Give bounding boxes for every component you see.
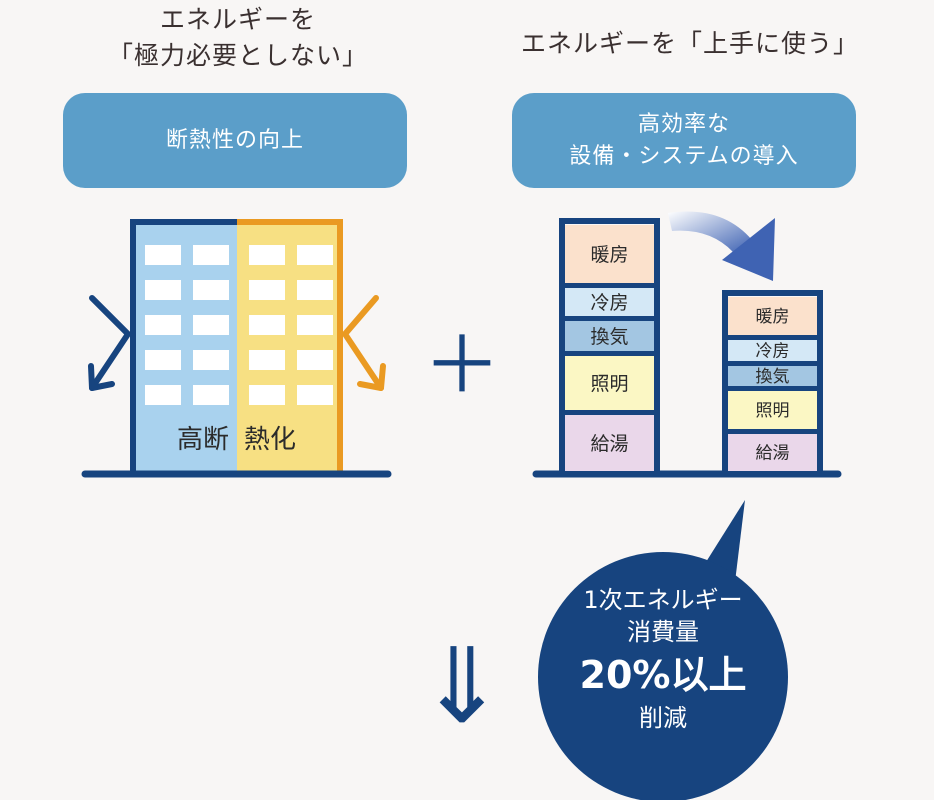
heat-arrow-right-icon	[342, 295, 386, 391]
before-heating-label: 暖房	[590, 244, 628, 266]
window-r3-c4	[297, 315, 333, 335]
result-line2: 消費量	[627, 618, 699, 646]
window-r4-c2	[193, 350, 229, 370]
left-pill-label: 断熱性の向上	[165, 127, 304, 153]
after-cooling-block	[728, 340, 817, 361]
window-r2-c2	[193, 280, 229, 300]
building: 高断 熱化	[81, 219, 392, 478]
window-r2-c1	[145, 280, 181, 300]
right-heading: エネルギーを「上手に使う」	[520, 29, 859, 58]
result-line1: 1次エネルギー	[583, 586, 743, 614]
window-r1-c4	[297, 245, 333, 265]
result-line4: 削減	[639, 704, 687, 732]
after-heating-block	[728, 297, 817, 335]
after-heating-label: 暖房	[756, 307, 790, 327]
window-r5-c4	[297, 385, 333, 405]
window-r1-c3	[249, 245, 285, 265]
window-r5-c3	[249, 385, 285, 405]
building-windows	[145, 245, 333, 405]
window-r3-c2	[193, 315, 229, 335]
before-hot_water-label: 給湯	[590, 433, 628, 455]
after-hot_water-label: 給湯	[756, 444, 790, 464]
window-r5-c2	[193, 385, 229, 405]
window-r4-c4	[297, 350, 333, 370]
before-heating-block	[565, 225, 654, 283]
left-heading-line1: エネルギーを	[159, 5, 316, 34]
after-lighting-label: 照明	[756, 401, 790, 421]
after-cooling-label: 冷房	[756, 342, 790, 362]
window-r4-c1	[145, 350, 181, 370]
before-column-frame	[559, 218, 660, 477]
result-badge	[538, 500, 788, 800]
right-pill: 高効率な 設備・システムの導入	[512, 93, 856, 188]
left-heading-line2: 「極力必要としない」	[107, 41, 368, 70]
left-pill: 断熱性の向上	[63, 93, 407, 188]
result-value: 20%以上	[579, 653, 747, 697]
before-cooling-block	[565, 288, 654, 316]
building-label-right: 熱化	[244, 425, 296, 455]
before-ventilation-label: 換気	[590, 326, 628, 348]
window-r3-c1	[145, 315, 181, 335]
heat-arrow-left-icon	[88, 295, 131, 391]
window-r3-c3	[249, 315, 285, 335]
after-ventilation-block	[728, 366, 817, 386]
result-text: 1次エネルギー 消費量 20%以上 削減	[543, 584, 783, 734]
window-r2-c3	[249, 280, 285, 300]
before-hot_water-block	[565, 415, 654, 471]
plus-symbol: ＋	[423, 321, 501, 411]
before-lighting-label: 照明	[590, 373, 628, 395]
after-ventilation-label: 換気	[756, 367, 790, 387]
before-lighting-block	[565, 356, 654, 410]
window-r1-c1	[145, 245, 181, 265]
before-cooling-label: 冷房	[590, 292, 628, 314]
after-column-frame	[722, 290, 823, 477]
window-r2-c4	[297, 280, 333, 300]
window-r1-c2	[193, 245, 229, 265]
right-pill-line2: 設備・システムの導入	[569, 143, 799, 169]
left-heading: エネルギーを 「極力必要としない」	[68, 2, 408, 74]
before-ventilation-block	[565, 321, 654, 351]
reduction-arrow-icon	[668, 211, 775, 281]
building-label-left: 高断	[177, 425, 229, 455]
window-r4-c3	[249, 350, 285, 370]
after-hot_water-block	[728, 434, 817, 471]
down-arrow-icon: ⇓	[418, 625, 505, 747]
after-lighting-block	[728, 391, 817, 429]
right-pill-line1: 高効率な	[637, 111, 730, 137]
window-r5-c1	[145, 385, 181, 405]
